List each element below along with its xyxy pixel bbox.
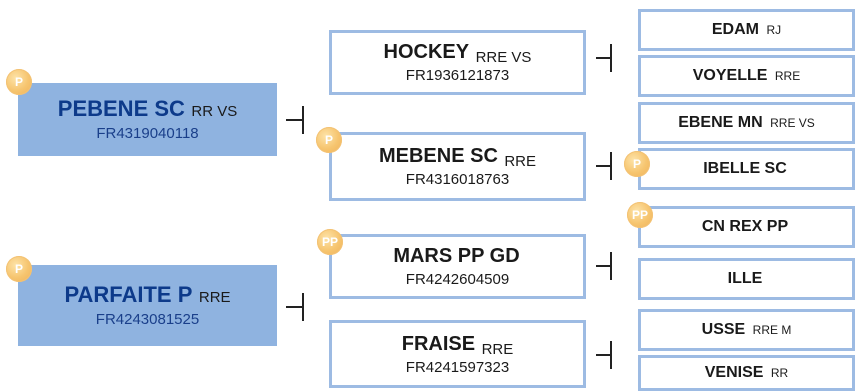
animal-qualifiers: RRE (774, 69, 801, 83)
animal-card-ibelle-sc[interactable]: IBELLE SC (638, 148, 855, 190)
p-medal-icon: P (6, 256, 32, 282)
animal-name: VOYELLE (692, 67, 768, 84)
connector-line (596, 165, 612, 167)
animal-card-cn-rex-pp[interactable]: CN REX PP (638, 206, 855, 248)
animal-qualifiers: RR (770, 366, 789, 380)
animal-name: EBENE MN (678, 114, 763, 131)
animal-id: FR4319040118 (96, 125, 199, 142)
animal-name: CN REX PP (701, 218, 789, 235)
animal-name: USSE (701, 321, 746, 338)
animal-card-hockey[interactable]: HOCKEY RRE VS FR1936121873 (329, 30, 586, 95)
connector-line (302, 293, 304, 321)
animal-card-voyelle[interactable]: VOYELLE RRE (638, 55, 855, 97)
connector-line (302, 106, 304, 134)
animal-name: HOCKEY (383, 41, 470, 63)
pp-medal-icon: PP (317, 229, 343, 255)
connector-line (610, 152, 612, 180)
connector-line (610, 341, 612, 369)
connector-line (596, 57, 612, 59)
p-medal-icon: P (624, 151, 650, 177)
connector-line (610, 44, 612, 72)
animal-qualifiers: RRE VS (770, 116, 815, 130)
p-medal-icon: P (316, 127, 342, 153)
connector-line (286, 119, 304, 121)
animal-card-pebene-sc[interactable]: PEBENE SC RR VS FR4319040118 (18, 83, 277, 156)
animal-card-fraise[interactable]: FRAISE RRE FR4241597323 (329, 320, 586, 388)
animal-card-usse[interactable]: USSE RRE M (638, 309, 855, 351)
animal-name: VENISE (704, 364, 764, 381)
animal-qualifiers: RJ (766, 23, 782, 37)
animal-id: FR4241597323 (405, 358, 510, 376)
animal-card-parfaite-p[interactable]: PARFAITE P RRE FR4243081525 (18, 265, 277, 346)
p-medal-icon: P (6, 69, 32, 95)
connector-line (610, 252, 612, 280)
animal-card-ille[interactable]: ILLE (638, 258, 855, 300)
animal-name: MEBENE SC (378, 145, 498, 167)
animal-qualifiers: RR VS (191, 103, 238, 120)
animal-card-venise[interactable]: VENISE RR (638, 355, 855, 391)
animal-qualifiers: RRE (198, 289, 231, 306)
pp-medal-icon: PP (627, 202, 653, 228)
connector-line (596, 354, 612, 356)
animal-name: PEBENE SC (57, 96, 185, 121)
animal-id: FR4243081525 (95, 311, 200, 328)
animal-id: FR4316018763 (405, 171, 510, 188)
animal-id: FR4242604509 (405, 271, 510, 288)
animal-qualifiers: RRE VS (475, 49, 532, 66)
connector-line (286, 306, 304, 308)
animal-name: EDAM (711, 21, 759, 38)
connector-line (596, 265, 612, 267)
animal-qualifiers: RRE M (752, 323, 792, 337)
animal-qualifiers: RRE (504, 153, 537, 170)
animal-name: MARS PP GD (393, 245, 520, 267)
animal-card-mars-pp-gd[interactable]: MARS PP GD FR4242604509 (329, 234, 586, 299)
animal-id: FR1936121873 (405, 67, 510, 84)
animal-name: IBELLE SC (703, 160, 787, 177)
animal-card-ebene-mn[interactable]: EBENE MN RRE VS (638, 102, 855, 144)
animal-qualifiers: RRE (481, 340, 514, 358)
animal-card-edam[interactable]: EDAM RJ (638, 9, 855, 51)
animal-name: FRAISE (401, 332, 476, 355)
animal-name: PARFAITE P (64, 282, 193, 307)
animal-card-mebene-sc[interactable]: MEBENE SC RRE FR4316018763 (329, 132, 586, 201)
animal-name: ILLE (727, 270, 763, 287)
